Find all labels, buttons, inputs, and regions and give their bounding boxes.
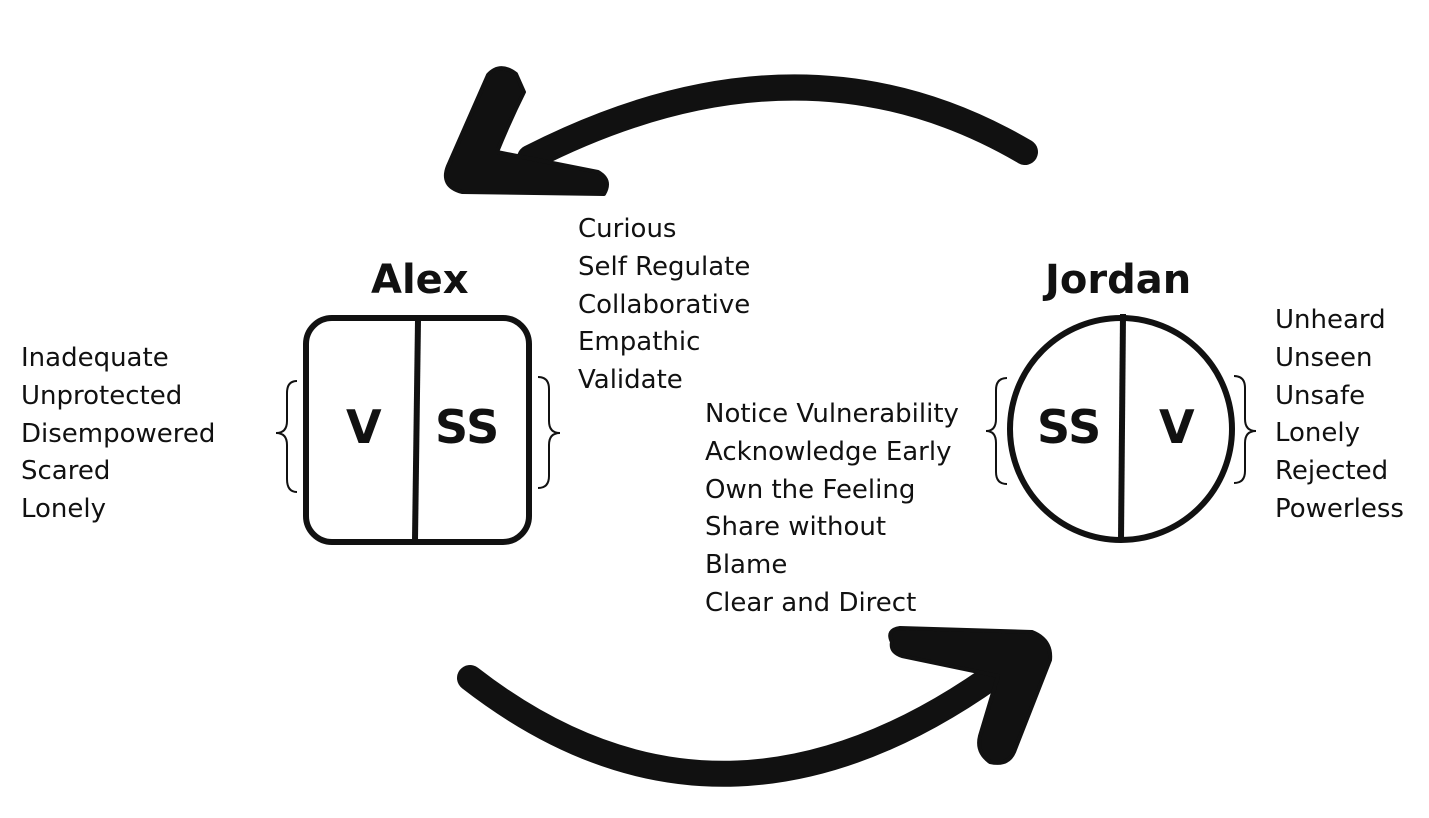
list-item: Disempowered: [21, 418, 216, 449]
list-item: Share without: [705, 512, 887, 543]
jordan-vulnerability-label: V: [1159, 400, 1195, 454]
bottom-cycle-arrow-shaft: [457, 643, 1033, 787]
list-item: Unheard: [1275, 305, 1386, 335]
jordan-left-brace: [985, 377, 1008, 485]
list-item: Collaborative: [578, 289, 751, 320]
alex-vulnerability-label: V: [346, 400, 382, 454]
alex-square: [303, 315, 532, 545]
alex-left-brace: [275, 380, 298, 493]
list-item: Acknowledge Early: [705, 436, 952, 467]
alex-survival-strategy-label: SS: [435, 400, 500, 454]
list-item: Validate: [578, 365, 683, 396]
list-item: Curious: [578, 214, 677, 244]
alex-name: Alex: [371, 257, 469, 303]
list-item: Unseen: [1275, 342, 1373, 373]
jordan-name: Jordan: [1045, 257, 1192, 303]
alex-feelings-list: Inadequate Unprotected Disempowered Scar…: [21, 340, 215, 529]
alex-right-brace: [537, 376, 561, 489]
list-item: Clear and Direct: [705, 587, 917, 618]
jordan-survival-strategy-label: SS: [1037, 400, 1102, 454]
list-item: Own the Feeling: [705, 474, 916, 505]
top-cycle-arrow-shaft: [517, 74, 1038, 171]
listener-skills-list: Curious Self Regulate Collaborative Empa…: [578, 211, 750, 400]
alex-square-divider: [412, 319, 421, 541]
list-item: Blame: [705, 550, 788, 581]
list-item: Scared: [21, 456, 111, 487]
list-item: Unsafe: [1275, 380, 1366, 411]
jordan-right-brace: [1233, 375, 1257, 484]
list-item: Self Regulate: [578, 251, 751, 282]
list-item: Unprotected: [21, 380, 183, 411]
list-item: Powerless: [1275, 493, 1404, 524]
list-item: Rejected: [1275, 456, 1389, 487]
top-cycle-arrowhead: [443, 66, 609, 196]
bottom-cycle-arrowhead: [888, 626, 1053, 765]
jordan-feelings-list: Unheard Unseen Unsafe Lonely Rejected Po…: [1275, 302, 1404, 529]
list-item: Inadequate: [21, 343, 169, 373]
speaker-skills-list: Notice Vulnerability Acknowledge Early O…: [705, 396, 959, 623]
list-item: Lonely: [1275, 418, 1361, 449]
list-item: Empathic: [578, 327, 701, 358]
list-item: Lonely: [21, 494, 107, 525]
list-item: Notice Vulnerability: [705, 399, 959, 429]
jordan-circle-divider: [1118, 313, 1126, 541]
